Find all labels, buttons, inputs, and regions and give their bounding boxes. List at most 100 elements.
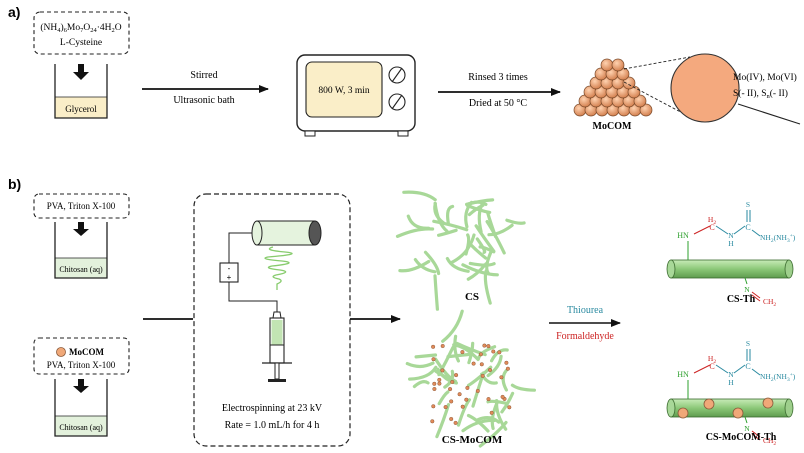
chem-bond bbox=[715, 225, 729, 235]
nanofiber-strand bbox=[437, 228, 458, 237]
embedded-mocom-particle bbox=[432, 381, 437, 386]
chem-bond bbox=[751, 368, 761, 376]
precursor-box-1 bbox=[33, 193, 130, 219]
chem-bond bbox=[751, 229, 761, 237]
mocom-particle-pile bbox=[573, 58, 653, 117]
panel-a-label: a) bbox=[8, 4, 20, 20]
nanofiber-strand bbox=[476, 416, 501, 424]
nanofiber-strand bbox=[395, 227, 435, 238]
nanofiber-strand bbox=[465, 198, 495, 206]
nanofiber-strand bbox=[468, 261, 496, 267]
embedded-mocom-particle bbox=[454, 373, 459, 378]
nanofiber-strand bbox=[452, 343, 480, 362]
nanofiber-strand bbox=[441, 309, 464, 343]
mocom-particle bbox=[633, 94, 647, 108]
chem-atom: NH2(NH3+) bbox=[760, 233, 796, 244]
nanofiber-strand bbox=[505, 218, 526, 225]
down-arrow-icon bbox=[73, 64, 89, 80]
step2-bottom-label: Dried at 50 °C bbox=[469, 98, 527, 109]
embedded-mocom-particle bbox=[479, 362, 484, 367]
embedded-mocom-particle bbox=[465, 385, 470, 390]
chem-atom: C bbox=[745, 362, 750, 371]
mocom-product-label: MoCOM bbox=[593, 121, 632, 132]
nanofiber-strand bbox=[413, 258, 437, 274]
nanofiber-strand bbox=[487, 223, 514, 237]
mocom-magnified-particle bbox=[670, 53, 740, 123]
chem-bond bbox=[693, 225, 711, 235]
nanofiber-strand bbox=[461, 263, 499, 277]
precursor-box-1-text: PVA, Triton X-100 bbox=[47, 201, 116, 211]
embedded-mocom-particle bbox=[499, 375, 504, 380]
chem-atom: CH2 bbox=[763, 436, 776, 447]
nanofiber-strand bbox=[450, 233, 476, 264]
beaker-chitosan-1-label: Chitosan (aq) bbox=[59, 265, 103, 274]
chem-atom: H2 bbox=[708, 354, 716, 365]
precursor-box-2 bbox=[33, 337, 130, 375]
embedded-mocom-particle bbox=[437, 377, 442, 382]
nanofiber-strand bbox=[467, 203, 485, 217]
cs-mocom-th-fiber bbox=[666, 397, 794, 419]
embedded-mocom-particle bbox=[443, 405, 448, 410]
step2-top-label: Rinsed 3 times bbox=[468, 72, 528, 83]
nanofiber-strand bbox=[406, 214, 431, 230]
nanofiber-strand bbox=[445, 257, 470, 273]
beaker-glycerol: Glycerol bbox=[54, 64, 108, 119]
nanofiber-strand bbox=[405, 361, 435, 369]
step1-top-label: Stirred bbox=[190, 70, 217, 81]
chem-bond bbox=[693, 364, 711, 374]
cs-mocom-th-label: CS-MoCOM-Th bbox=[706, 432, 777, 443]
embedded-mocom-particle bbox=[489, 410, 494, 415]
embedded-mocom-particle bbox=[507, 405, 512, 410]
electrospinning-rate: Rate = 1.0 mL/h for 4 h bbox=[225, 420, 320, 431]
mocom-particle bbox=[600, 58, 614, 72]
chem-atom: HN bbox=[677, 370, 689, 379]
chem-atom: H bbox=[728, 378, 734, 387]
mocom-particle bbox=[639, 103, 653, 117]
power-minus: - bbox=[228, 264, 231, 273]
chem-bond bbox=[733, 225, 746, 235]
embedded-mocom-particle bbox=[449, 399, 454, 404]
embedded-mocom-particle bbox=[432, 387, 437, 392]
embedded-mocom-particle bbox=[500, 394, 505, 399]
chem-atom: N bbox=[728, 231, 734, 240]
embedded-mocom-particle bbox=[475, 389, 480, 394]
nanofiber-strand bbox=[494, 399, 508, 431]
reagents-formula: (NH4)6Mo7O24·4H2O bbox=[40, 22, 121, 34]
nanofiber-strand bbox=[435, 403, 451, 439]
embedded-mocom-particle bbox=[453, 420, 458, 425]
nanofiber-strand bbox=[445, 204, 455, 225]
chem-atom: NH2(NH3+) bbox=[760, 372, 796, 383]
embedded-mocom-particle bbox=[480, 373, 485, 378]
cs-th-label: CS-Th bbox=[727, 294, 756, 305]
embedded-mocom-particle bbox=[505, 366, 510, 371]
down-arrow-icon bbox=[73, 222, 89, 236]
reagent-thiourea: Thiourea bbox=[567, 305, 604, 316]
embedded-mocom-particle bbox=[448, 387, 453, 392]
cs-fiber-mat bbox=[395, 190, 526, 311]
chem-atom: S bbox=[746, 200, 750, 209]
mocom-particle-icon bbox=[56, 347, 66, 357]
embedded-mocom-particle bbox=[486, 397, 491, 402]
microwave-icon: 800 W, 3 min bbox=[296, 54, 416, 137]
nanofiber-strand bbox=[437, 390, 450, 406]
nanofiber-strand bbox=[446, 352, 471, 359]
nanofiber-strand bbox=[466, 413, 490, 433]
electrospinning-voltage: Electrospinning at 23 kV bbox=[222, 403, 323, 414]
nanofiber-strand bbox=[433, 202, 445, 225]
reagent-cysteine: L-Cysteine bbox=[60, 38, 102, 48]
microwave-setting: 800 W, 3 min bbox=[318, 86, 369, 96]
chem-atom: H2 bbox=[708, 215, 716, 226]
nanofiber-strand bbox=[467, 341, 475, 365]
panel-b-label: b) bbox=[8, 176, 21, 192]
embedded-mocom-particle bbox=[460, 350, 465, 355]
power-plus: + bbox=[227, 273, 232, 282]
nanofiber-strand bbox=[485, 250, 493, 276]
nanofiber-strand bbox=[408, 365, 438, 381]
nanofiber-strand bbox=[414, 353, 438, 359]
nanofiber-strand bbox=[486, 210, 498, 239]
embedded-mocom-particle bbox=[430, 419, 435, 424]
embedded-mocom-particle bbox=[440, 368, 445, 373]
syringe-icon bbox=[262, 303, 292, 382]
